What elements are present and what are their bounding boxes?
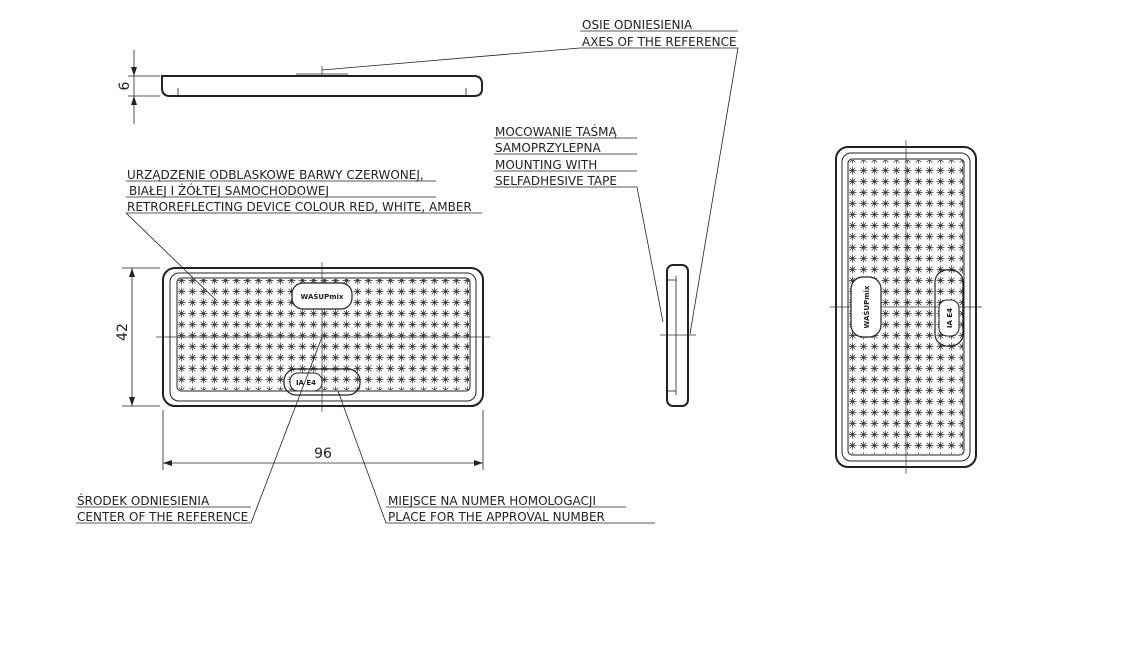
axes-label-en: AXES OF THE REFERENCE [582,35,737,49]
brand-marking-rotated [850,276,882,338]
brand-logo: WAŚUPmix [301,292,344,301]
mount-label-en-2: SELFADHESIVE TAPE [495,174,617,188]
approval-label-pl: MIEJSCE NA NUMER HOMOLOGACJI [388,494,596,508]
thickness-dimension: 6 [117,81,133,90]
brand-logo-rotated: WAŚUPmix [862,285,871,328]
brand-marking [291,282,353,310]
width-dimension: 96 [314,446,332,462]
approval-number-place [283,368,361,396]
axes-label-pl: OSIE ODNIESIENIA [582,18,693,32]
front-view: WAŚUPmix IA E4 42 96 [115,262,490,470]
rotated-view: WAŚUPmix IA E4 [830,140,982,474]
approval-place-rotated [934,269,964,347]
height-dimension: 42 [115,323,131,341]
mount-label-pl-2: SAMOPRZYLEPNA [495,141,601,155]
approval-mark-rotated: IA E4 [946,308,954,328]
device-label-pl-2: BIAŁEJ I ŻÓŁTEJ SAMOCHODOWEJ [129,183,329,198]
center-label-en: CENTER OF THE REFERENCE [77,510,248,524]
label-underlines [76,30,738,508]
leader-lines [76,47,739,524]
mount-label-pl-1: MOCOWANIE TAŚMĄ [495,124,618,139]
mount-label-en-1: MOUNTING WITH [495,158,597,172]
center-label-pl: ŚRODEK ODNIESIENIA [77,493,210,508]
approval-label-en: PLACE FOR THE APPROVAL NUMBER [388,510,605,524]
device-label-pl-1: URZĄDZENIE ODBLASKOWE BARWY CZERWONEJ, [127,168,424,182]
edge-view [660,264,696,407]
device-label-en: RETROREFLECTING DEVICE COLOUR RED, WHITE… [127,200,472,214]
approval-mark: IA E4 [296,379,316,387]
side-view: 6 [117,50,483,124]
labels: OSIE ODNIESIENIA AXES OF THE REFERENCE M… [77,18,737,524]
